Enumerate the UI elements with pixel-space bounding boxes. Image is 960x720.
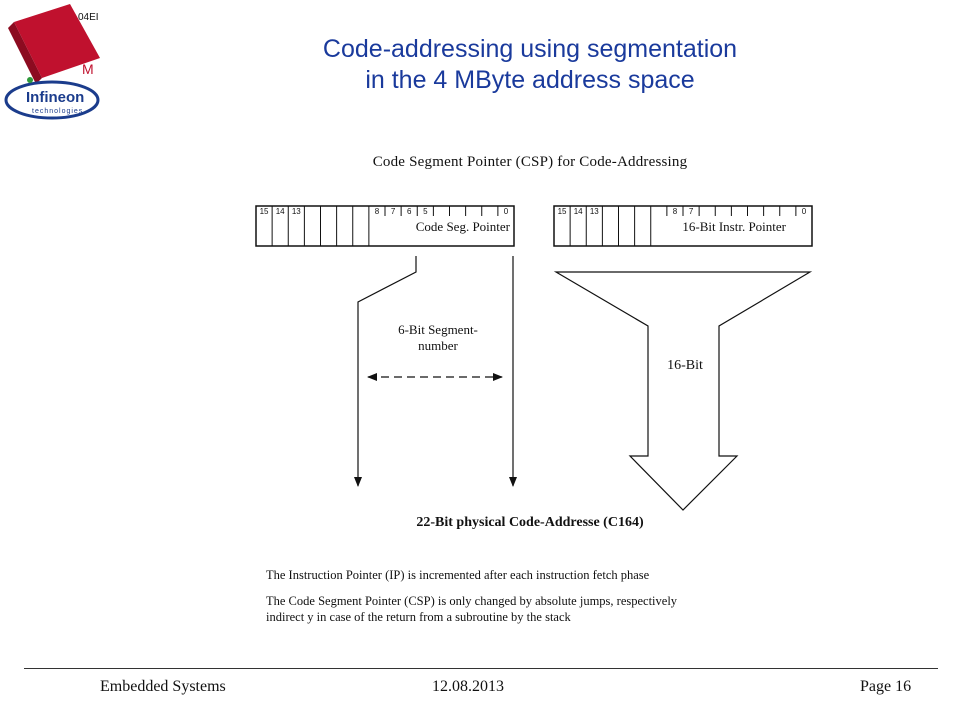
title-line-1: Code-addressing using segmentation xyxy=(322,35,738,63)
logo-brand-sub: technologies xyxy=(32,108,83,115)
bit-number: 6 xyxy=(407,207,412,216)
code-seg-pointer-bit-numbers: 15 14 13 8 7 6 5 0 xyxy=(260,207,509,216)
instr-pointer-register: 15 14 13 8 7 0 16-Bit Instr. Pointer xyxy=(553,205,813,247)
csp-caption: Code Segment Pointer (CSP) for Code-Addr… xyxy=(372,154,688,170)
bit-number: 14 xyxy=(276,207,285,216)
footer-course: Embedded Systems xyxy=(100,678,226,695)
code-seg-pointer-bit-ticks xyxy=(271,206,499,246)
segment-number-line-2: number xyxy=(418,338,458,353)
segment-number-line-1: 6-Bit Segment- xyxy=(398,322,478,337)
physical-address-label: 22-Bit physical Code-Addresse (C164) xyxy=(416,515,644,530)
bit-number: 0 xyxy=(802,207,807,216)
logo-mark: M xyxy=(82,61,94,77)
infineon-logo: 04EI M Infineon technologies xyxy=(4,4,100,120)
logo-square-shadow-icon xyxy=(8,22,42,84)
footer-divider xyxy=(24,668,938,669)
note-csp: The Code Segment Pointer (CSP) is only c… xyxy=(266,594,678,624)
sixteen-bit-arrow-icon xyxy=(553,271,813,511)
bit-number: 5 xyxy=(423,207,428,216)
title-line-2: in the 4 MByte address space xyxy=(365,66,695,94)
logo-red-square-icon xyxy=(14,4,100,78)
bit-number: 15 xyxy=(558,207,567,216)
segment-arrow-left xyxy=(354,256,417,487)
footer-date: 12.08.2013 xyxy=(432,678,504,695)
page-title: Code-addressing using segmentation in th… xyxy=(270,34,790,96)
instr-pointer-label: 16-Bit Instr. Pointer xyxy=(682,219,786,234)
logo-swoosh-icon xyxy=(4,80,100,120)
logo-brand: Infineon xyxy=(26,89,84,106)
logo-tag: 04EI xyxy=(78,12,99,23)
notes: The Instruction Pointer (IP) is incremen… xyxy=(266,567,826,635)
code-seg-pointer-register: 15 14 13 8 7 6 5 0 Code Seg. Pointer xyxy=(255,205,515,247)
code-seg-pointer-label: Code Seg. Pointer xyxy=(416,219,511,234)
bit-number: 7 xyxy=(689,207,694,216)
note-ip: The Instruction Pointer (IP) is incremen… xyxy=(266,568,650,582)
segment-number-label: 6-Bit Segment- number xyxy=(368,322,508,354)
bit-number: 13 xyxy=(590,207,599,216)
bit-number: 8 xyxy=(375,207,380,216)
sixteen-bit-label: 16-Bit xyxy=(667,358,703,373)
bit-number: 7 xyxy=(391,207,396,216)
logo-dot-icon xyxy=(27,77,33,83)
instr-pointer-bit-ticks xyxy=(569,206,797,246)
bit-number: 0 xyxy=(504,207,509,216)
bit-number: 8 xyxy=(673,207,678,216)
bit-number: 13 xyxy=(292,207,301,216)
instr-pointer-bit-numbers: 15 14 13 8 7 0 xyxy=(558,207,807,216)
bit-number: 15 xyxy=(260,207,269,216)
footer-page-number: Page 16 xyxy=(860,678,912,695)
bit-number: 14 xyxy=(574,207,583,216)
